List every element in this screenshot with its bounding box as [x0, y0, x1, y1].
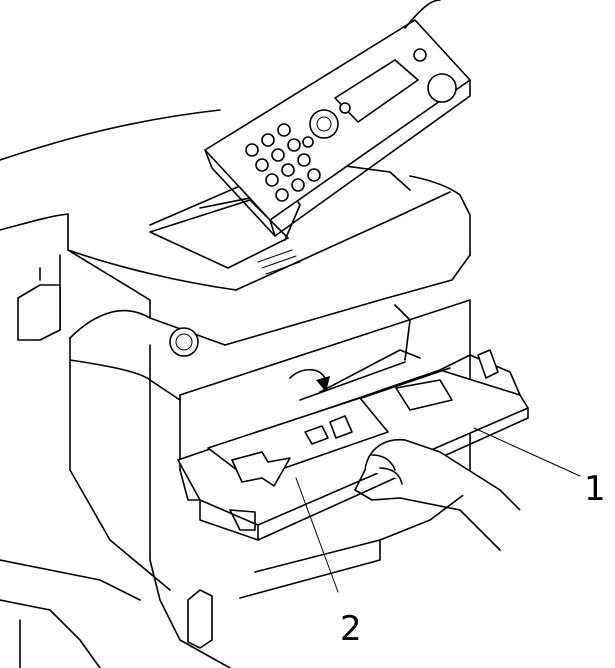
lcd-display — [334, 59, 419, 123]
operator-panel — [204, 0, 471, 237]
power-button — [427, 73, 457, 103]
navigation-pad — [309, 109, 339, 139]
printer-front-body — [0, 299, 471, 668]
multi-purpose-tray — [177, 349, 529, 541]
leader-line-1 — [473, 427, 581, 477]
leader-line-2 — [295, 477, 339, 593]
cover-release-button — [169, 327, 199, 357]
paper-support — [179, 304, 453, 531]
hand — [354, 439, 521, 551]
paper-guide — [231, 451, 291, 487]
callout-label-2: 2 — [340, 609, 362, 649]
curved-arrow — [289, 368, 330, 392]
callout-label-1: 1 — [584, 469, 606, 509]
